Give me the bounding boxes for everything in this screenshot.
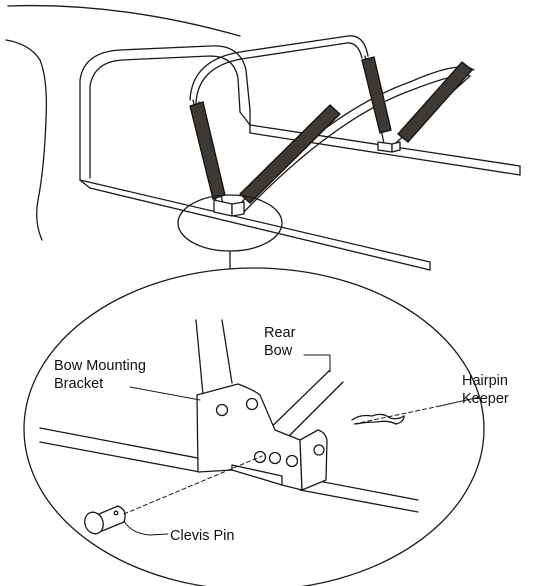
label-bow-mounting-bracket-line2: Bracket xyxy=(54,376,103,392)
label-rear-bow-line1: Rear xyxy=(264,325,296,341)
padding-rear-left xyxy=(239,104,341,204)
label-bow-mounting-bracket-line1: Bow Mounting xyxy=(54,358,146,374)
front-bow-leg xyxy=(195,319,233,396)
padding-front-right xyxy=(361,56,392,134)
padding-rear-right xyxy=(397,61,473,143)
clevis-pin xyxy=(84,455,263,535)
padding-front-left xyxy=(189,101,226,200)
detail-ellipse xyxy=(23,267,485,586)
label-hairpin-keeper-line1: Hairpin xyxy=(462,373,508,389)
detail-view: Rear Bow Bow Mounting Bracket Hairpin Ke… xyxy=(23,267,509,586)
vehicle-overview xyxy=(5,4,521,271)
overview-brackets xyxy=(213,141,401,217)
hairpin-keeper xyxy=(351,413,405,425)
bow-padding xyxy=(189,56,473,204)
label-hairpin-keeper-line2: Keeper xyxy=(462,391,509,407)
detail-labels: Rear Bow Bow Mounting Bracket Hairpin Ke… xyxy=(54,325,509,544)
label-clevis-pin: Clevis Pin xyxy=(170,528,234,544)
leader-lines xyxy=(123,354,481,536)
label-rear-bow-line2: Bow xyxy=(264,343,293,359)
bow-mounting-bracket xyxy=(196,383,328,491)
windshield-frame xyxy=(5,4,251,241)
